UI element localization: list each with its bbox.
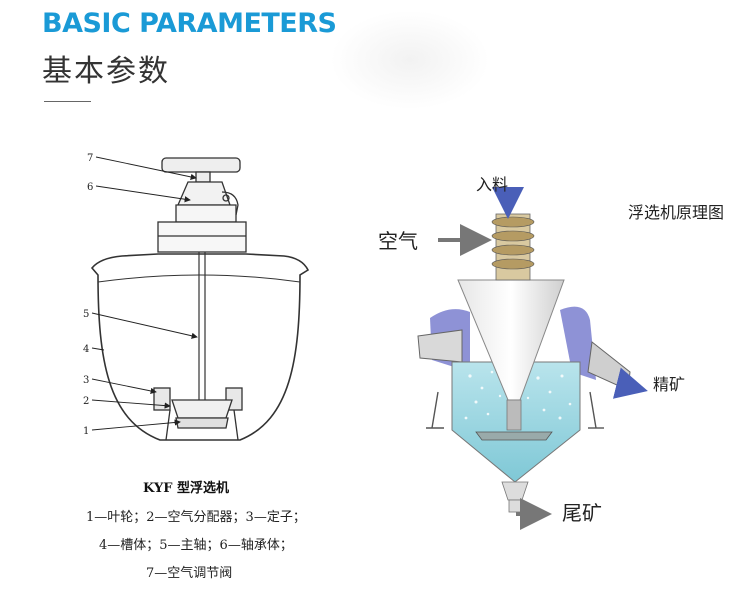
part-number-1: 1	[83, 426, 89, 437]
legend-line-3: 7—空气调节阀	[146, 565, 232, 581]
feed-label: 入料	[476, 175, 508, 194]
kyf-caption-title: KYF 型浮选机	[143, 480, 229, 496]
air-label: 空气	[378, 229, 418, 253]
concentrate-label: 精矿	[653, 375, 685, 394]
background-glow	[330, 10, 490, 110]
part-number-6: 6	[87, 182, 93, 193]
tailings-label: 尾矿	[562, 501, 602, 525]
legend-line-2: 4—槽体；5—主轴；6—轴承体；	[99, 538, 293, 553]
part-number-4: 4	[83, 344, 89, 355]
title-divider	[44, 101, 91, 102]
legend-line-1: 1—叶轮；2—空气分配器；3—定子；	[86, 509, 306, 525]
principle-diagram-title: 浮选机原理图	[628, 203, 724, 222]
part-number-7: 7	[87, 153, 93, 164]
part-number-2: 2	[83, 396, 89, 407]
kyf-machine-drawing	[90, 157, 310, 441]
section-title-en: BASIC PARAMETERS	[42, 8, 337, 39]
leader-lines	[91, 156, 198, 431]
part-number-5: 5	[83, 309, 89, 320]
flotation-principle-drawing	[417, 213, 631, 513]
section-title-cn: 基本参数	[42, 54, 170, 89]
concentrate-arrow	[612, 367, 648, 399]
part-number-3: 3	[83, 375, 89, 386]
